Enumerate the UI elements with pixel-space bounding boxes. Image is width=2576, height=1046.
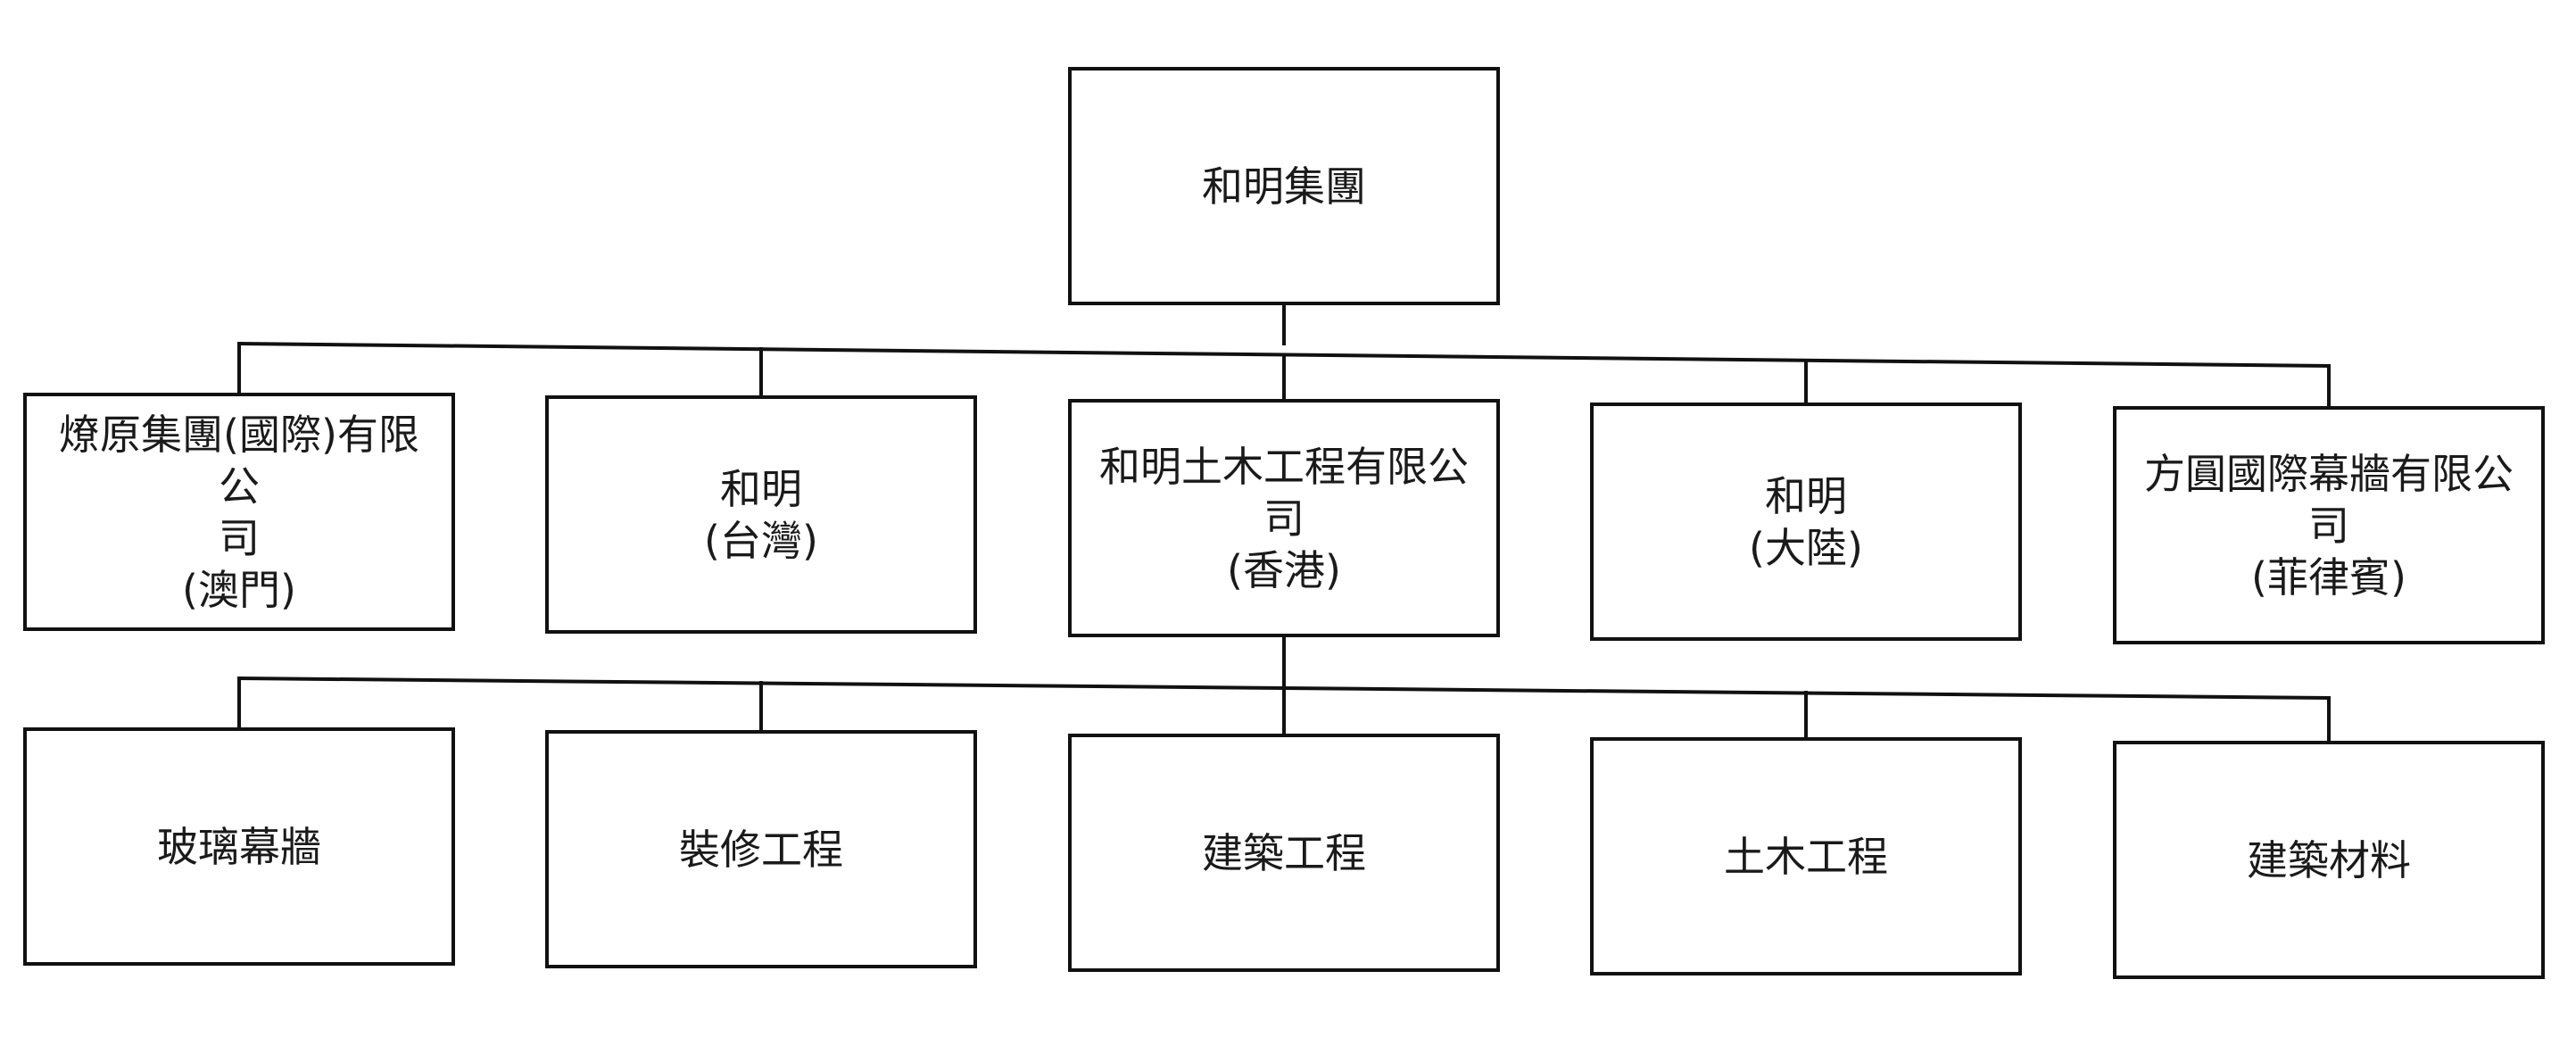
node-label: 和明 (台灣) [704, 463, 818, 567]
node-label-line: (香港) [1227, 545, 1341, 594]
node-label: 燎原集團(國際)有限公 司 (澳門) [39, 409, 439, 616]
node-subsidiary-macau: 燎原集團(國際)有限公 司 (澳門) [23, 393, 455, 631]
node-label-line: (台灣) [704, 516, 818, 565]
node-subsidiary-taiwan: 和明 (台灣) [545, 395, 977, 634]
node-label: 建築材料 [2247, 834, 2411, 886]
node-label-line: 和明 [720, 464, 802, 513]
node-division-glass-curtain-wall: 玻璃幕牆 [23, 727, 455, 966]
node-label-line: 和明土木工程有限公司 [1099, 442, 1469, 543]
node-label-line: 建築材料 [2247, 835, 2411, 884]
node-label: 建築工程 [1202, 827, 1366, 879]
node-label: 裝修工程 [679, 824, 843, 876]
node-label-line: (澳門) [182, 565, 296, 614]
node-label-line: (大陸) [1749, 523, 1863, 572]
node-label: 和明集團 [1202, 161, 1366, 212]
node-hopewell-group: 和明集團 [1068, 67, 1500, 305]
node-label-line: 燎原集團(國際)有限公 [59, 410, 419, 511]
node-label-line: 方圓國際幕牆有限公司 [2144, 449, 2514, 550]
node-label-line: 和明 [1765, 471, 1847, 520]
node-label-line: 建築工程 [1202, 828, 1366, 877]
node-label: 方圓國際幕牆有限公司 (菲律賓) [2129, 448, 2529, 603]
node-division-civil-engineering: 土木工程 [1590, 737, 2022, 975]
node-division-fitout-works: 裝修工程 [545, 730, 977, 968]
node-label: 和明土木工程有限公司 (香港) [1084, 441, 1484, 596]
node-subsidiary-mainland: 和明 (大陸) [1590, 403, 2022, 641]
node-label-line: 土木工程 [1724, 832, 1888, 881]
connector-level2-bar [236, 676, 2332, 701]
node-label-line: 玻璃幕牆 [157, 822, 321, 871]
node-label: 和明 (大陸) [1749, 470, 1863, 574]
node-subsidiary-hongkong: 和明土木工程有限公司 (香港) [1068, 399, 1500, 637]
node-label-line: 司 [219, 513, 260, 562]
node-label-line: 裝修工程 [679, 825, 843, 874]
node-division-building-works: 建築工程 [1068, 734, 1500, 972]
node-subsidiary-philippines: 方圓國際幕牆有限公司 (菲律賓) [2113, 406, 2545, 644]
node-label: 土木工程 [1724, 831, 1888, 883]
node-label: 玻璃幕牆 [157, 821, 321, 873]
node-label-line: (菲律賓) [2251, 552, 2406, 602]
node-division-building-materials: 建築材料 [2113, 741, 2545, 979]
node-label-line: 和明集團 [1202, 162, 1366, 211]
